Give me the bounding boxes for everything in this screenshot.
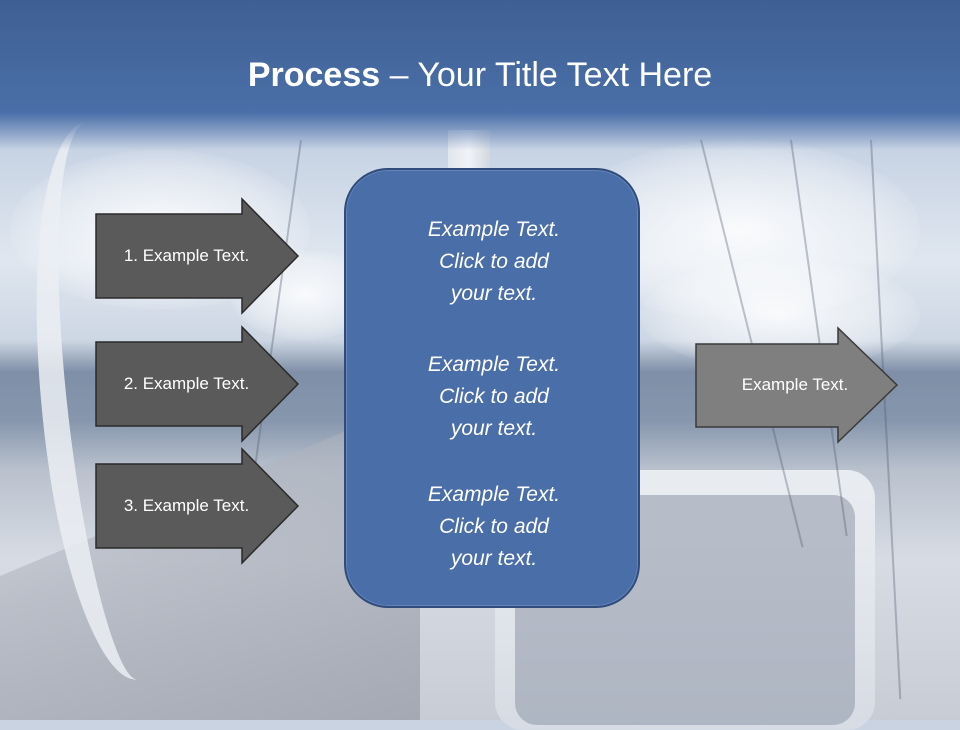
title-rest: – Your Title Text Here bbox=[380, 56, 713, 94]
center-text-box[interactable]: Example Text. Click to add your text. Ex… bbox=[344, 168, 640, 608]
title-bold: Process bbox=[247, 56, 381, 94]
result-label: Example Text. bbox=[741, 375, 849, 394]
arrow-shape bbox=[695, 326, 899, 444]
text-paragraph-1: Example Text. Click to add your text. bbox=[346, 214, 642, 310]
text-paragraph-3: Example Text. Click to add your text. bbox=[346, 479, 642, 575]
slide-title[interactable]: Process – Your Title Text Here bbox=[0, 52, 960, 98]
text-paragraph-2: Example Text. Click to add your text. bbox=[346, 349, 642, 445]
paragraph-line: your text. bbox=[450, 282, 538, 305]
step-arrow-3[interactable]: 3. Example Text. bbox=[95, 447, 300, 565]
title-bar: Process – Your Title Text Here bbox=[0, 0, 960, 150]
paragraph-line: Click to add bbox=[439, 385, 549, 408]
step-arrow-2[interactable]: 2. Example Text. bbox=[95, 325, 300, 443]
paragraph-line: your text. bbox=[450, 417, 538, 440]
paragraph-line: Example Text. bbox=[427, 353, 561, 376]
step-label: 2. Example Text. bbox=[123, 374, 250, 393]
arrow-shape bbox=[95, 447, 300, 565]
step-arrow-1[interactable]: 1. Example Text. bbox=[95, 197, 300, 315]
result-arrow[interactable]: Example Text. bbox=[695, 326, 900, 444]
paragraph-line: Click to add bbox=[439, 515, 549, 538]
step-label: 3. Example Text. bbox=[123, 496, 250, 515]
paragraph-line: Example Text. bbox=[427, 483, 561, 506]
paragraph-line: your text. bbox=[450, 547, 538, 570]
arrow-shape bbox=[95, 197, 300, 315]
paragraph-line: Click to add bbox=[439, 250, 549, 273]
paragraph-line: Example Text. bbox=[427, 218, 561, 241]
arrow-shape bbox=[95, 325, 300, 443]
step-label: 1. Example Text. bbox=[123, 246, 250, 265]
